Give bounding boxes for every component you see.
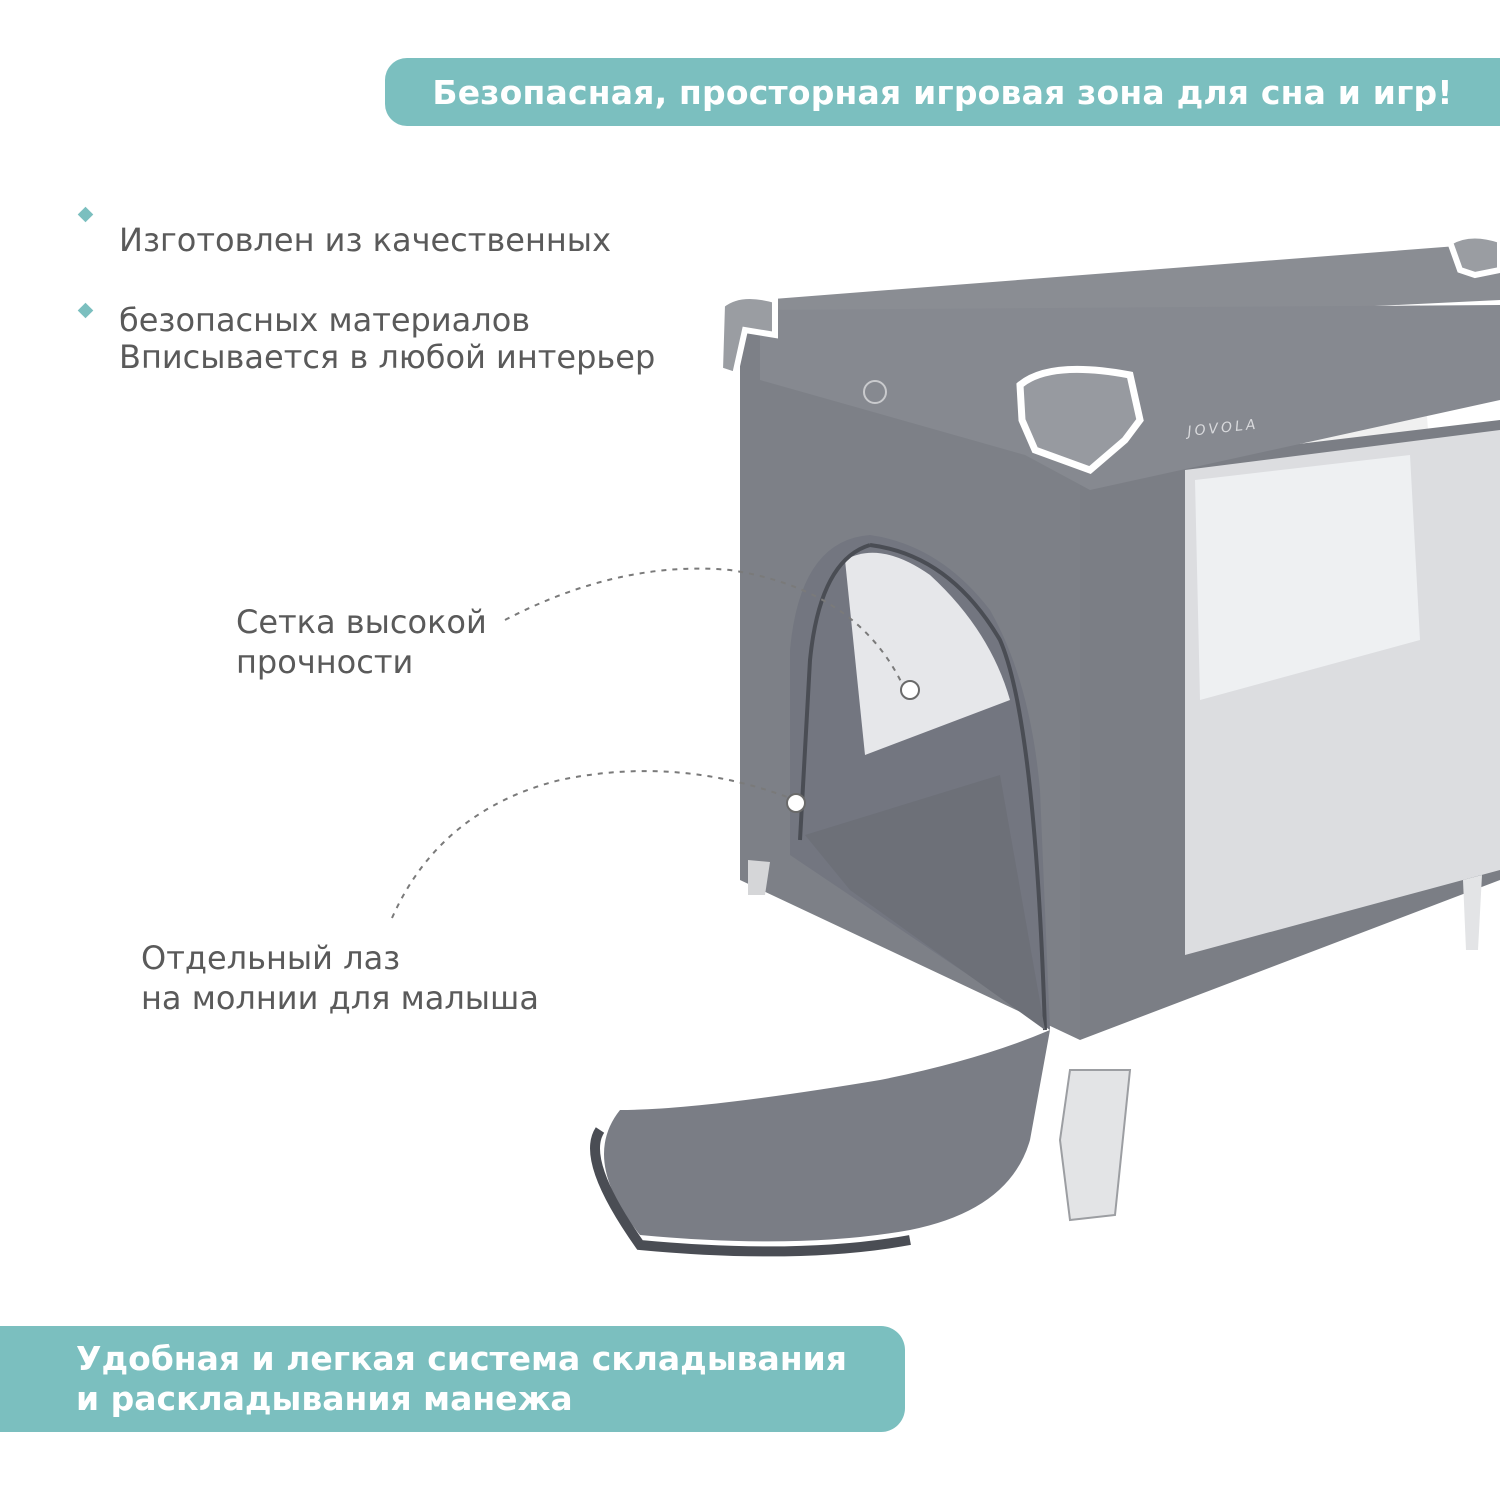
feature-materials-line2: безопасных материалов: [119, 301, 531, 339]
callout-entrance-line2: на молнии для малыша: [141, 979, 539, 1017]
callout-line-entrance: [391, 770, 796, 919]
entrance-flap: [604, 855, 1050, 1242]
top-banner-text: Безопасная, просторная игровая зона для …: [432, 72, 1453, 112]
callout-mesh-line2: прочности: [236, 643, 414, 681]
feature-materials-line1: Изготовлен из качественных: [119, 221, 611, 259]
bottom-banner-line2: и раскладывания манежа: [76, 1379, 573, 1418]
front-mesh-highlight: [1195, 455, 1420, 700]
flap-edge: [590, 1127, 911, 1257]
feature-bullet-interior: Вписывается в любой интерьер: [77, 297, 656, 417]
corner-cap-back: [1446, 232, 1500, 279]
callout-entrance-label: Отдельный лаз на молнии для малыша: [141, 938, 539, 1018]
callout-marker-mesh: [900, 680, 920, 700]
feature-bullet-materials: Изготовлен из качественных безопасных ма…: [77, 180, 611, 380]
callout-mesh-label: Сетка высокой прочности: [236, 602, 487, 682]
bottom-banner: Удобная и легкая система складывания и р…: [0, 1326, 905, 1432]
callout-mesh-line1: Сетка высокой: [236, 603, 487, 641]
feature-interior-line1: Вписывается в любой интерьер: [119, 338, 656, 376]
zipper-line-right: [869, 543, 1047, 1031]
leg-left: [748, 860, 770, 895]
corner-cap-front: [1016, 365, 1144, 474]
leg-right: [1463, 875, 1482, 950]
callout-line-mesh: [504, 567, 906, 691]
callout-marker-entrance: [786, 793, 806, 813]
entrance-mesh: [845, 552, 1010, 755]
top-banner: Безопасная, просторная игровая зона для …: [385, 58, 1500, 126]
brand-logo: JOVOLA: [1184, 417, 1259, 441]
callout-entrance-line1: Отдельный лаз: [141, 939, 401, 977]
zipper-line: [798, 543, 871, 841]
info-emblem-icon: [863, 380, 887, 404]
corner-cap-left: [716, 293, 778, 379]
leg-front: [1058, 1069, 1132, 1222]
inner-floor: [805, 775, 1045, 1030]
bottom-banner-line1: Удобная и легкая система складывания: [76, 1339, 847, 1378]
